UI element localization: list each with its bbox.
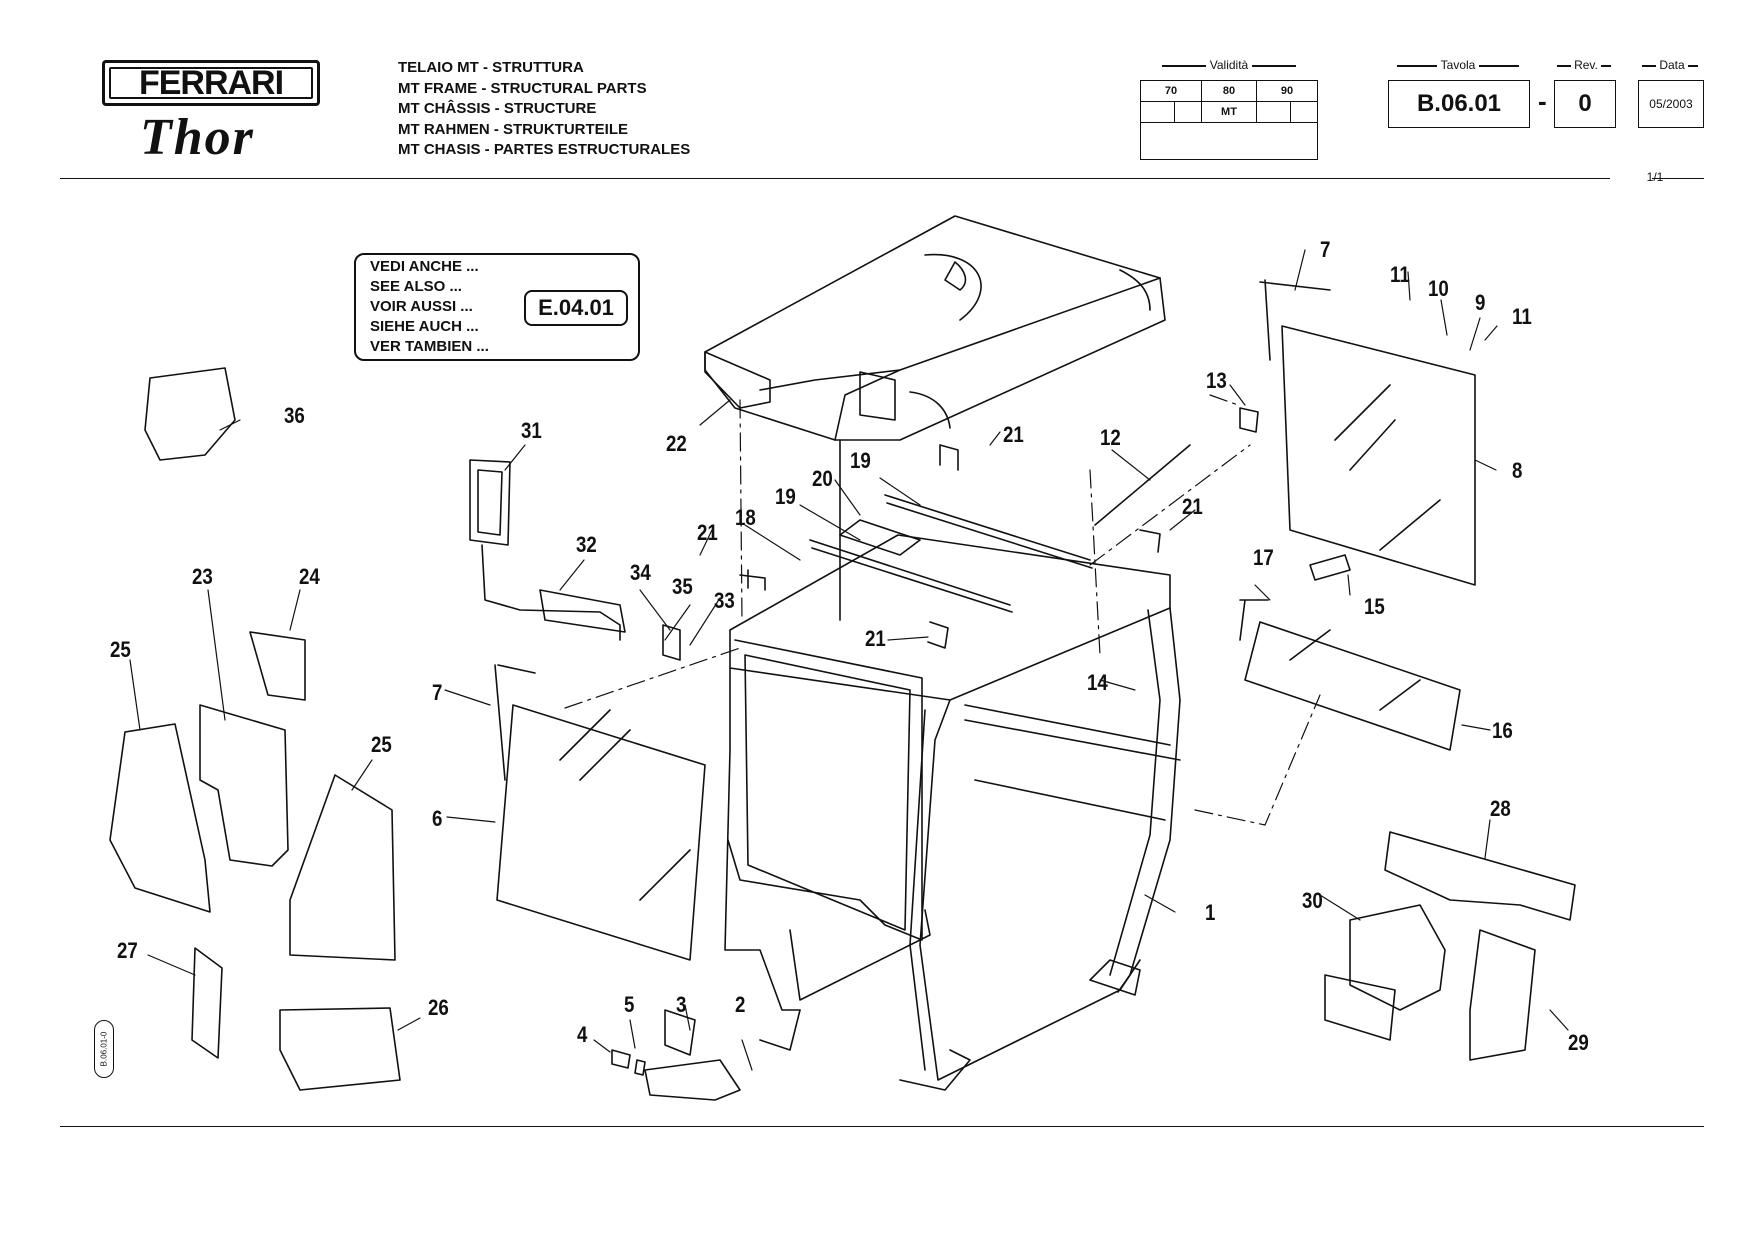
callout-34: 34: [630, 560, 651, 585]
see-also-en: SEE ALSO ...: [370, 278, 462, 295]
see-also-fr: VOIR AUSSI ...: [370, 298, 473, 315]
callout-35: 35: [672, 574, 693, 599]
callout-1: 1: [1205, 900, 1216, 925]
callout-15: 15: [1364, 594, 1385, 619]
callout-21-rear: 21: [1182, 494, 1203, 519]
callout-2: 2: [735, 992, 746, 1017]
part-mirror: [469, 459, 626, 641]
part-cab-frame: [724, 439, 1181, 1091]
ferrari-logo: FERRARI: [102, 60, 320, 106]
part-roof: [704, 215, 1166, 441]
callout-25-right: 25: [371, 732, 392, 757]
see-also-de: SIEHE AUCH ...: [370, 318, 479, 335]
callout-8: 8: [1512, 458, 1523, 483]
title-es: MT CHASIS - PARTES ESTRUCTURALES: [398, 141, 691, 158]
rev-value: 0: [1554, 80, 1616, 128]
brand-name: FERRARI: [109, 64, 313, 102]
model-name: Thor: [140, 109, 255, 166]
callout-12: 12: [1100, 425, 1121, 450]
callout-20: 20: [812, 466, 833, 491]
callout-6: 6: [432, 806, 443, 831]
sheet-titles: TELAIO MT - STRUTTURA MT FRAME - STRUCTU…: [398, 58, 690, 161]
callout-4: 4: [577, 1022, 588, 1047]
part-brackets: [191, 947, 741, 1101]
callout-27: 27: [117, 938, 138, 963]
date-label: Data: [1659, 58, 1685, 72]
tavola-label: Tavola: [1440, 58, 1476, 72]
callout-21-floor: 21: [865, 626, 886, 651]
header-divider: [60, 178, 1610, 179]
part-rails: [809, 494, 1093, 613]
title-en: MT FRAME - STRUCTURAL PARTS: [398, 79, 647, 97]
see-also-box: [354, 253, 640, 361]
side-code-badge: B.06.01-0: [94, 1020, 114, 1078]
title-fr: MT CHÂSSIS - STRUCTURE: [398, 100, 597, 117]
callout-7-left: 7: [432, 680, 443, 705]
part-hinges: [662, 407, 1351, 661]
callout-21-hinge: 21: [697, 520, 718, 545]
rev-label: Rev.: [1574, 58, 1598, 72]
tavola-separator: -: [1538, 86, 1547, 116]
callout-5: 5: [624, 992, 635, 1017]
part-rear-window: [1259, 279, 1476, 586]
date-value: 05/2003: [1638, 80, 1704, 128]
leader-lines: [129, 249, 1569, 1071]
validity-header: Validità: [1140, 58, 1318, 72]
header-divider-end: [1652, 178, 1704, 179]
footer-divider: [60, 1126, 1704, 1127]
part-side-window: [1239, 599, 1461, 751]
page-number-text: 1/1: [1646, 170, 1664, 184]
callout-3: 3: [676, 992, 687, 1017]
validity-notes: [1140, 122, 1318, 160]
callout-23: 23: [192, 564, 213, 589]
title-de: MT RAHMEN - STRUKTURTEILE: [398, 120, 628, 138]
callout-18: 18: [735, 505, 756, 530]
callout-24: 24: [299, 564, 320, 589]
part-left-window: [494, 664, 706, 961]
callout-11-left: 11: [1390, 262, 1410, 287]
callout-19-right: 19: [850, 448, 871, 473]
callout-19-left: 19: [775, 484, 796, 509]
callout-29: 29: [1568, 1030, 1589, 1055]
callout-36: 36: [284, 403, 305, 428]
callout-25-left: 25: [110, 637, 131, 662]
alignment-lines: [564, 394, 1321, 826]
callout-32: 32: [576, 532, 597, 557]
tavola-header: Tavola: [1388, 58, 1528, 72]
callout-26: 26: [428, 995, 449, 1020]
callout-17: 17: [1253, 545, 1274, 570]
part-right-covers: [1324, 831, 1576, 1061]
callout-33: 33: [714, 588, 735, 613]
see-also-code[interactable]: E.04.01: [524, 290, 628, 326]
callout-21-roof: 21: [1003, 422, 1024, 447]
callout-13: 13: [1206, 368, 1227, 393]
part-side-panels: [109, 367, 396, 961]
date-header: Data: [1638, 58, 1702, 72]
tavola-value: B.06.01: [1388, 80, 1530, 128]
callout-9: 9: [1475, 290, 1486, 315]
see-also-es: VER TAMBIEN ...: [370, 338, 489, 355]
callout-22: 22: [666, 431, 687, 456]
callout-7-right: 7: [1320, 237, 1331, 262]
callout-28: 28: [1490, 796, 1511, 821]
callout-10: 10: [1428, 276, 1449, 301]
see-also-lines: VEDI ANCHE ... SEE ALSO ... VOIR AUSSI .…: [370, 257, 489, 357]
validity-table: 70 80 90 MT: [1140, 80, 1318, 160]
callout-11-right: 11: [1512, 304, 1532, 329]
callout-31: 31: [521, 418, 542, 443]
see-also-it: VEDI ANCHE ...: [370, 258, 479, 275]
page-number: 1/1: [1610, 170, 1700, 184]
callout-16: 16: [1492, 718, 1513, 743]
validity-label: Validità: [1209, 58, 1249, 72]
rev-header: Rev.: [1554, 58, 1614, 72]
callout-14: 14: [1087, 670, 1108, 695]
callout-30: 30: [1302, 888, 1323, 913]
title-it: TELAIO MT - STRUTTURA: [398, 59, 584, 76]
